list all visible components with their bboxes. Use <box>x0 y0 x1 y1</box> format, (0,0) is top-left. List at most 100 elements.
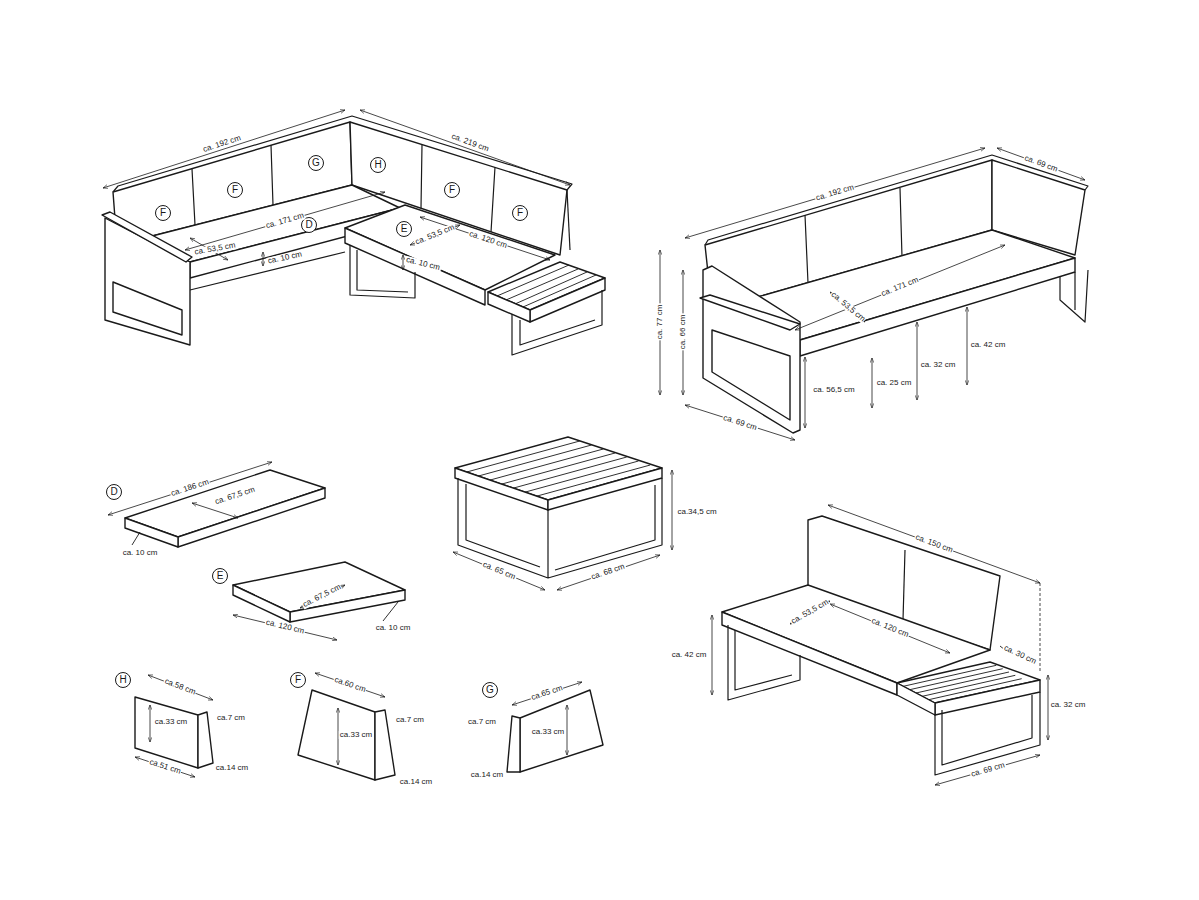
dimension-label: ca. 120 cm <box>467 230 509 250</box>
leader-line <box>132 532 140 545</box>
part-letter-circle: F <box>444 182 460 198</box>
dimension-label: ca. 192 cm <box>201 134 243 154</box>
dimension-line <box>135 757 195 777</box>
frame-leg <box>512 290 602 355</box>
lounge-module <box>722 516 1040 775</box>
dimension-line <box>967 307 968 385</box>
dimension-label: ca. 53,5 cm <box>193 241 237 256</box>
seat-cushion-d <box>125 470 325 547</box>
dimension-line <box>872 358 873 408</box>
dimension-label: ca. 120 cm <box>264 618 306 635</box>
dimension-label: ca. 171 cm <box>264 211 306 230</box>
part-letter: F <box>295 675 301 685</box>
cushion-seams <box>903 550 905 620</box>
part-letter: H <box>119 675 126 685</box>
dimension-line <box>360 110 570 185</box>
table-edge <box>548 468 662 510</box>
dimension-label: ca. 10 cm <box>404 256 442 273</box>
dimension-line <box>830 604 950 653</box>
part-letter-circle: F <box>512 205 528 221</box>
armrest-frame <box>703 266 800 433</box>
dimension-label: ca. 120 cm <box>869 617 910 640</box>
dimension-line <box>185 192 385 250</box>
dimension-label: ca. 77 cm <box>656 304 664 341</box>
part-letter-circle: F <box>290 672 306 688</box>
dimension-label: ca.7 cm <box>216 714 246 722</box>
dimension-label: ca. 65 cm <box>481 560 518 581</box>
part-letter: G <box>486 685 494 695</box>
back-cushion-f <box>298 690 395 780</box>
dimension-label: ca. 10 cm <box>375 624 412 632</box>
frame-leg <box>935 692 1040 775</box>
back-cushion-h <box>135 697 213 768</box>
part-letter: E <box>217 571 224 581</box>
dimension-label: ca. 56,5 cm <box>812 386 855 394</box>
dimension-line <box>103 110 345 188</box>
dimension-label: ca. 66 cm <box>679 314 687 351</box>
frame-leg <box>728 625 800 700</box>
dimension-label: ca.33 cm <box>154 718 188 726</box>
dimension-label: ca. 192 cm <box>814 183 856 202</box>
dimension-label: ca.58 cm <box>162 677 197 697</box>
dimension-label: ca.7 cm <box>395 716 425 724</box>
dimension-label: ca. 10 cm <box>266 250 304 265</box>
dimension-label: ca. 150 cm <box>913 533 954 555</box>
dimension-label: ca.14 cm <box>399 778 433 786</box>
table-edge <box>488 292 530 322</box>
dimension-label: ca. 53,5 cm <box>829 290 867 324</box>
dimension-label: ca. 67,5 cm <box>301 583 343 610</box>
part-letter-circle: D <box>106 484 122 500</box>
cushion-side <box>375 710 395 780</box>
table-edge <box>530 278 605 322</box>
dimension-line <box>567 705 568 755</box>
part-letter: E <box>401 224 408 234</box>
dimension-line <box>805 357 806 428</box>
dimension-line <box>1048 675 1049 740</box>
dimension-line <box>315 673 385 697</box>
dimension-label: ca. 69 cm <box>969 761 1006 779</box>
dimension-lines <box>103 110 1085 785</box>
dimension-line <box>917 322 918 400</box>
part-letter: D <box>110 487 117 497</box>
part-letter: D <box>305 220 312 230</box>
part-letter-circle: G <box>482 682 498 698</box>
armrest-opening <box>113 282 182 335</box>
dimension-label: ca. 68 cm <box>589 562 626 581</box>
dimension-line <box>453 552 545 590</box>
dimension-line <box>935 755 1040 785</box>
part-letter: H <box>374 160 381 170</box>
armrest-opening <box>712 330 790 420</box>
cushion-side <box>125 518 178 547</box>
dimension-label: ca.33 cm <box>531 728 565 736</box>
dimension-label: ca.51 cm <box>147 758 182 776</box>
part-letter-circle: E <box>396 221 412 237</box>
dimension-label: ca. 53,5 cm <box>789 598 831 627</box>
dimension-label: ca. 219 cm <box>449 132 490 154</box>
part-letter-circle: H <box>370 157 386 173</box>
part-letter: F <box>232 185 238 195</box>
dimension-label: ca.34,5 cm <box>676 508 717 516</box>
dimension-label: ca.60 cm <box>332 676 367 695</box>
armrest-bar <box>700 295 800 330</box>
dimension-line <box>672 470 673 550</box>
dimension-line <box>108 462 272 515</box>
dimension-label: ca.33 cm <box>339 731 373 739</box>
cushion-face <box>135 697 198 768</box>
part-letter-circle: F <box>155 205 171 221</box>
dimension-line <box>263 252 264 266</box>
frame-post <box>567 190 570 250</box>
dimension-line <box>150 705 151 742</box>
dimension-label: ca.14 cm <box>215 764 249 772</box>
dimension-label: ca. 171 cm <box>879 276 920 299</box>
leader-line <box>383 602 398 621</box>
three-seat-sofa <box>700 155 1088 433</box>
dimension-label: ca. 30 cm <box>1002 644 1039 667</box>
dimension-line <box>712 615 713 695</box>
part-letter: F <box>449 185 455 195</box>
dimension-label: ca. 10 cm <box>122 549 159 557</box>
table-edge <box>935 680 1040 715</box>
frame-leg <box>1060 270 1088 322</box>
cushion-side <box>198 712 213 768</box>
